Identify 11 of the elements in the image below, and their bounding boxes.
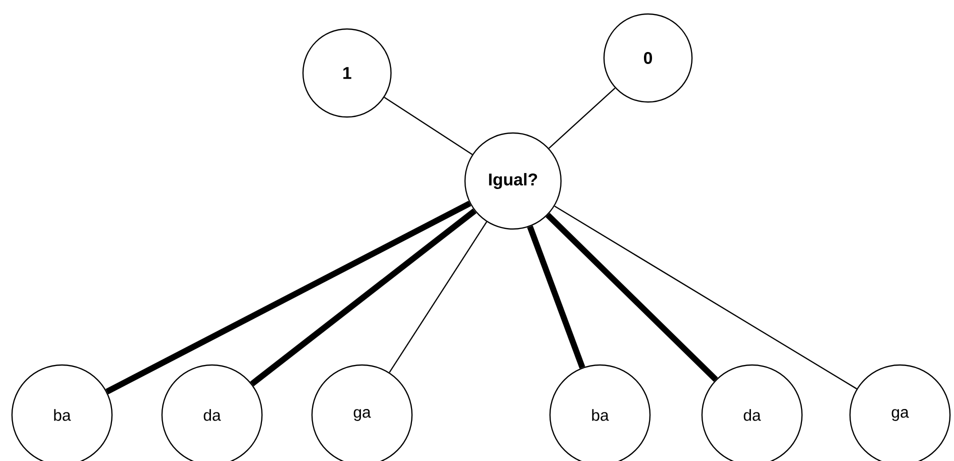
connector-line: [548, 88, 616, 149]
connector-line: [527, 226, 586, 369]
connector-line: [106, 200, 472, 394]
connector-line: [388, 222, 488, 373]
connector-line: [546, 212, 718, 382]
circle-node: 0: [603, 13, 693, 103]
circle-node: Igual?: [464, 132, 562, 230]
connector-line: [250, 208, 476, 386]
circle-node: 1: [302, 28, 392, 118]
connector-line: [554, 206, 858, 390]
connector-line: [384, 96, 473, 155]
